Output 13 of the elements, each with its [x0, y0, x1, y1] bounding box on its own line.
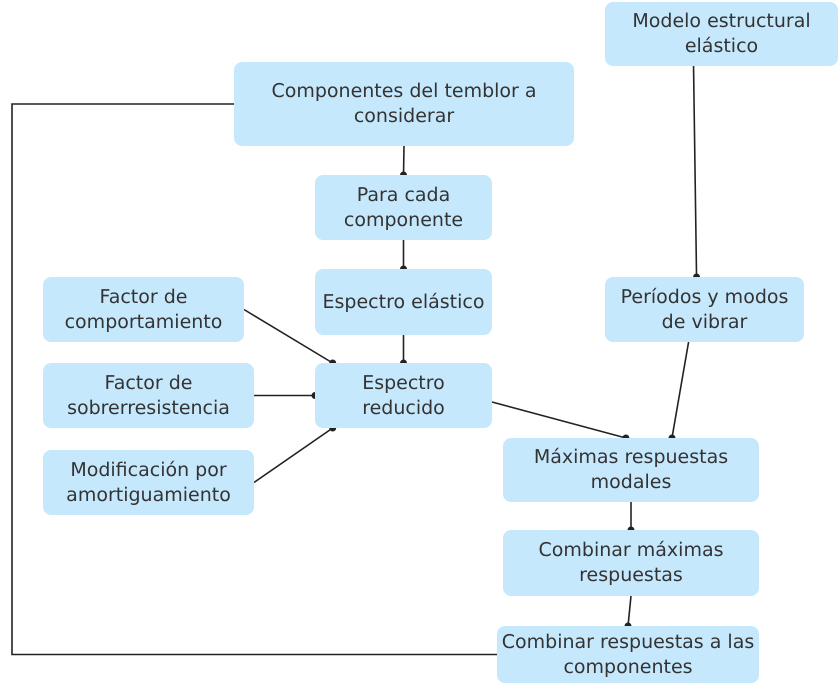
- process-box: Espectro reducido: [315, 363, 492, 428]
- process-box: Modificación por amortiguamiento: [43, 450, 254, 515]
- process-box: Componentes del temblor a considerar: [234, 62, 574, 146]
- process-box: Combinar máximas respuestas: [503, 530, 759, 596]
- connector: [11, 103, 497, 656]
- process-box: Períodos y modos de vibrar: [605, 277, 804, 342]
- process-box: Espectro elástico: [315, 269, 492, 335]
- process-box: Para cada componente: [315, 175, 492, 240]
- process-box: Factor de comportamiento: [43, 277, 244, 342]
- process-box: Factor de sobrerresistencia: [43, 363, 254, 428]
- process-box: Máximas respuestas modales: [503, 438, 759, 502]
- process-box: Combinar respuestas a las componentes: [497, 626, 759, 683]
- process-box: Modelo estructural elástico: [605, 2, 838, 66]
